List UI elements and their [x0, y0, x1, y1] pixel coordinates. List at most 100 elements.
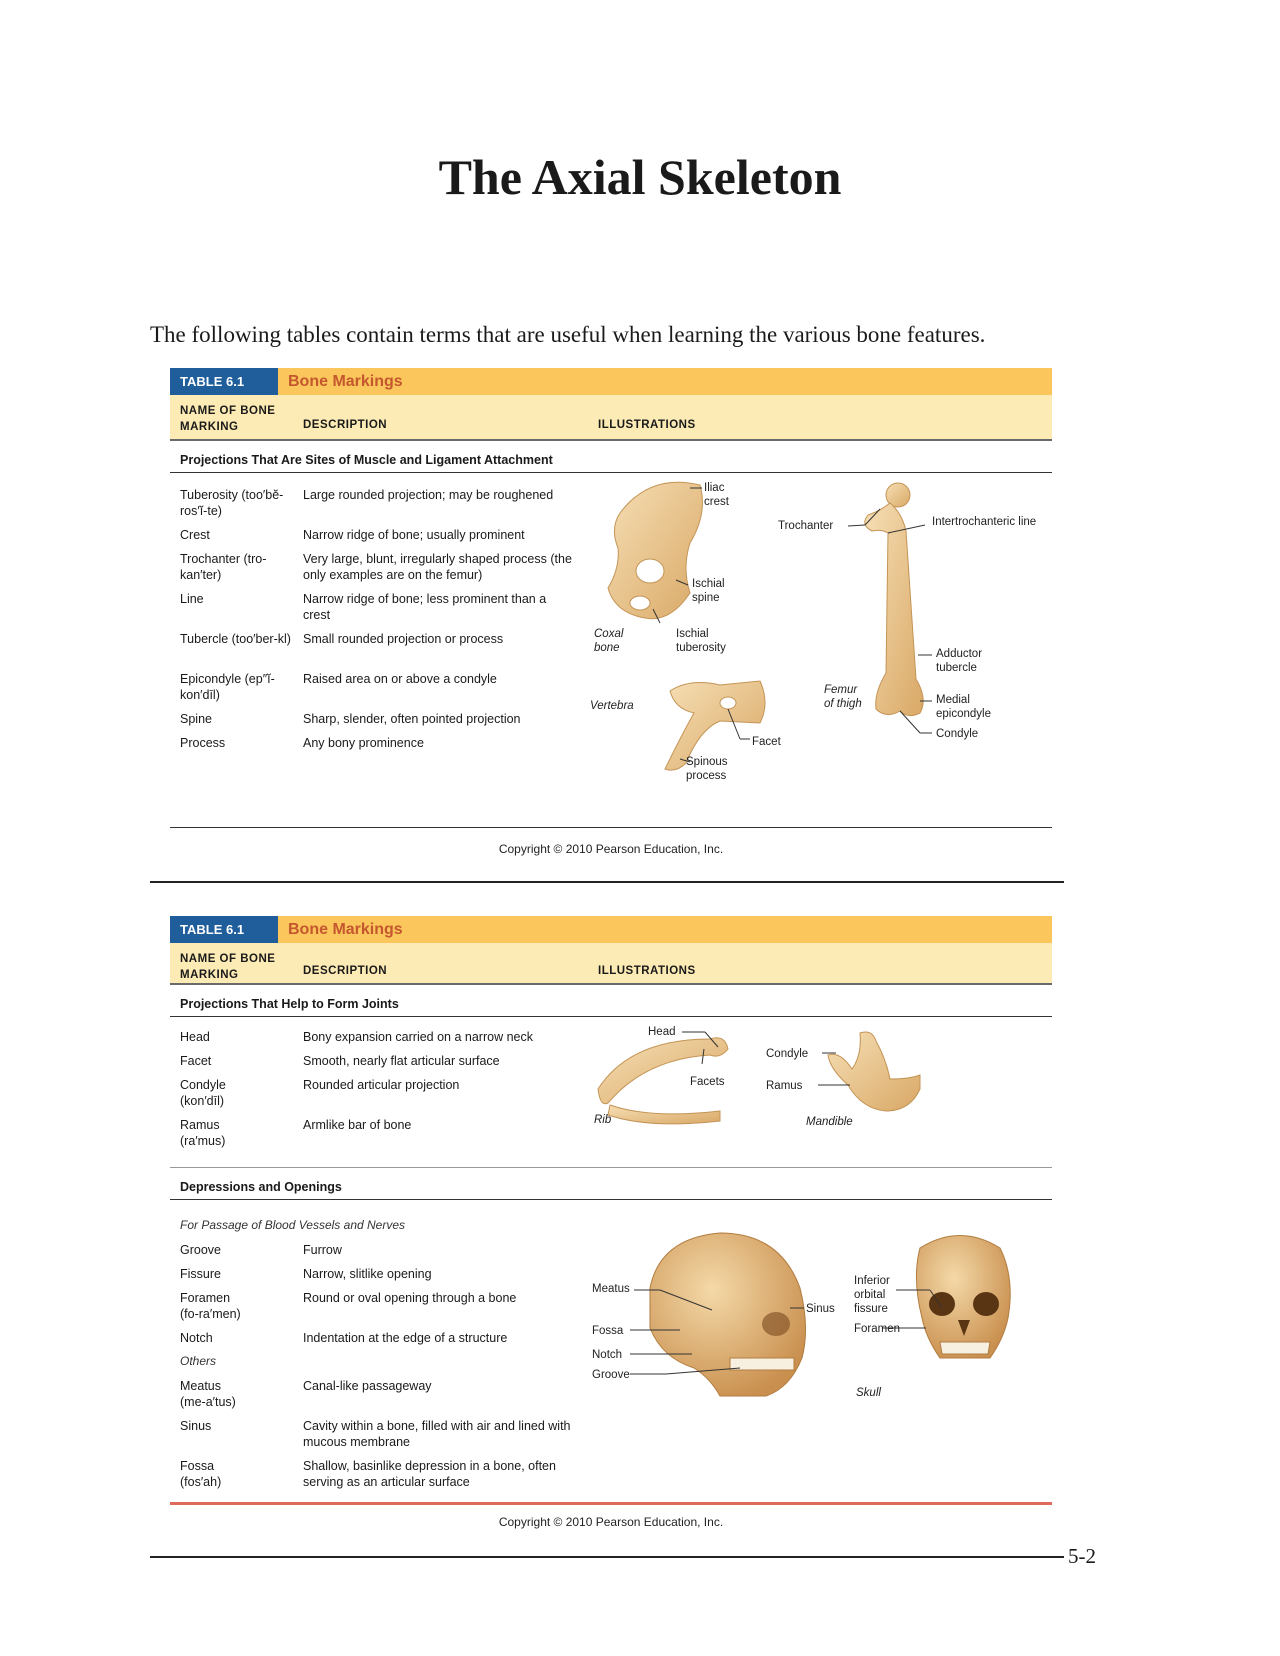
label-vertebra: Vertebra: [590, 700, 634, 712]
mandible-drawing: [827, 1031, 921, 1112]
row-name: Epicondyle (ep″ĭ-kon′dīl): [180, 672, 275, 702]
table-title: Bone Markings: [288, 921, 403, 938]
label-foramen: Foramen: [854, 1323, 901, 1335]
col-illustrations-header: ILLUSTRATIONS: [598, 965, 696, 977]
row-desc: Sharp, slender, often pointed projection: [303, 712, 521, 726]
row-name: Fissure: [180, 1267, 221, 1281]
row-name: Foramen (fo-ra′men): [180, 1291, 241, 1321]
label-ramus: Ramus: [766, 1080, 803, 1092]
col-description-header: DESCRIPTION: [303, 419, 388, 431]
row-desc: Narrow, slitlike opening: [303, 1267, 432, 1281]
row-name: Sinus: [180, 1419, 212, 1433]
label-intertrochanteric-line: Intertrochanteric line: [932, 516, 1037, 528]
row-desc: Any bony prominence: [303, 736, 424, 750]
leader-lines-3: [630, 1289, 943, 1375]
section-heading-openings: Depressions and Openings: [170, 1167, 1052, 1200]
row-desc: Large rounded projection; may be roughen…: [303, 488, 554, 502]
intro-text: The following tables contain terms that …: [150, 322, 986, 347]
vertebra-drawing: [664, 680, 766, 771]
table-column-headers: NAME OF BONE MARKING DESCRIPTION ILLUSTR…: [170, 395, 1052, 441]
row-name: Crest: [180, 528, 210, 542]
table-number: TABLE 6.1: [170, 368, 278, 395]
label-spinous-process: Spinous process: [686, 756, 728, 782]
row-desc: Round or oval opening through a bone: [303, 1291, 517, 1305]
col-description-header: DESCRIPTION: [303, 965, 388, 977]
row-name: Spine: [180, 712, 212, 726]
row-name: Ramus (ra′mus): [180, 1118, 226, 1148]
page-number: 5-2: [1068, 1544, 1096, 1568]
skull-illustrations: [630, 1232, 1011, 1397]
row-desc: Narrow ridge of bone; usually prominent: [303, 528, 525, 542]
copyright-area: Copyright © 2010 Pearson Education, Inc.: [170, 827, 1052, 856]
row-name: Meatus (me-a′tus): [180, 1379, 236, 1409]
table-title: Bone Markings: [288, 373, 403, 390]
row-desc: Bony expansion carried on a narrow neck: [303, 1030, 533, 1044]
label-ischial-spine: Ischial spine: [692, 578, 725, 604]
row-name: Groove: [180, 1243, 221, 1257]
section-heading-joints: Projections That Help to Form Joints: [170, 985, 1052, 1017]
row-name: Process: [180, 736, 226, 750]
row-name: Tuberosity (too′bĕ-ros′ĭ-te): [180, 488, 284, 518]
section-heading: Projections That Are Sites of Muscle and…: [170, 441, 1052, 473]
label-condyle-2: Condyle: [766, 1048, 809, 1060]
label-coxal-bone: Coxal bone: [594, 628, 624, 654]
row-desc: Narrow ridge of bone; less prominent tha…: [303, 592, 547, 622]
label-ischial-tuberosity: Ischial tuberosity: [676, 628, 726, 654]
row-desc: Rounded articular projection: [303, 1078, 460, 1092]
label-adductor-tubercle: Adductor tubercle: [936, 648, 983, 674]
label-condyle: Condyle: [936, 728, 979, 740]
row-desc: Indentation at the edge of a structure: [303, 1331, 508, 1345]
bone-illustrations-set-1: [607, 481, 932, 771]
table-bone-markings-1: TABLE 6.1 Bone Markings NAME OF BONE MAR…: [170, 368, 1052, 856]
coxal-bone-drawing: [607, 481, 703, 620]
label-trochanter: Trochanter: [778, 520, 834, 532]
row-desc: Small rounded projection or process: [303, 632, 504, 646]
row-name: Fossa (fos′ah): [180, 1459, 222, 1489]
label-groove: Groove: [592, 1369, 630, 1381]
table-number: TABLE 6.1: [170, 916, 278, 943]
lateral-skull-drawing: [649, 1232, 807, 1397]
table-header-band: TABLE 6.1 Bone Markings: [170, 916, 1052, 943]
row-name: Tubercle (too′ber-kl): [180, 632, 291, 646]
row-desc: Very large, blunt, irregularly shaped pr…: [303, 552, 572, 582]
label-notch: Notch: [592, 1349, 623, 1361]
leader-lines-1: [652, 487, 932, 763]
label-facet: Facet: [752, 736, 781, 748]
label-skull: Skull: [856, 1387, 881, 1399]
table2-opening-rows: For Passage of Blood Vessels and Nerves …: [170, 1200, 1052, 1502]
subhead-others: Others: [180, 1354, 217, 1368]
subhead-vessels: For Passage of Blood Vessels and Nerves: [180, 1218, 406, 1232]
table-column-headers: NAME OF BONE MARKING DESCRIPTION ILLUSTR…: [170, 943, 1052, 985]
copyright-area: Copyright © 2010 Pearson Education, Inc.: [170, 1502, 1052, 1529]
label-mandible: Mandible: [806, 1116, 853, 1128]
row-name: Trochanter (tro-kan′ter): [180, 552, 267, 582]
label-head: Head: [648, 1026, 676, 1038]
femur-drawing: [864, 482, 924, 717]
label-iliac-crest: Iliac crest: [704, 482, 729, 508]
label-sinus: Sinus: [806, 1303, 835, 1315]
table-bone-markings-2: TABLE 6.1 Bone Markings NAME OF BONE MAR…: [170, 916, 1052, 1529]
rib-drawing: [597, 1037, 729, 1105]
footer-rule: [150, 1556, 1064, 1558]
row-name: Facet: [180, 1054, 212, 1068]
label-medial-epicondyle: Medial epicondyle: [936, 694, 991, 720]
leader-lines-2: [682, 1031, 850, 1086]
row-desc: Armlike bar of bone: [303, 1118, 412, 1132]
row-name: Notch: [180, 1331, 213, 1345]
row-name: Line: [180, 592, 204, 606]
col-illustrations-header: ILLUSTRATIONS: [598, 419, 696, 431]
row-desc: Raised area on or above a condyle: [303, 672, 497, 686]
row-name: Head: [180, 1030, 210, 1044]
copyright-text: Copyright © 2010 Pearson Education, Inc.: [498, 1515, 724, 1529]
row-desc: Canal-like passageway: [303, 1379, 432, 1393]
col-name-header: NAME OF BONE MARKING: [180, 405, 276, 433]
table2-joint-rows: Head Bony expansion carried on a narrow n…: [170, 1017, 1052, 1167]
label-rib: Rib: [594, 1114, 612, 1126]
table-header-band: TABLE 6.1 Bone Markings: [170, 368, 1052, 395]
label-femur: Femur of thigh: [824, 684, 862, 710]
separator-rule: [150, 881, 1064, 883]
row-desc: Smooth, nearly flat articular surface: [303, 1054, 500, 1068]
copyright-text: Copyright © 2010 Pearson Education, Inc.: [498, 842, 724, 856]
label-inferior-orbital-fissure: Inferior orbital fissure: [854, 1275, 890, 1315]
bone-illustrations-set-2: [597, 1031, 921, 1125]
